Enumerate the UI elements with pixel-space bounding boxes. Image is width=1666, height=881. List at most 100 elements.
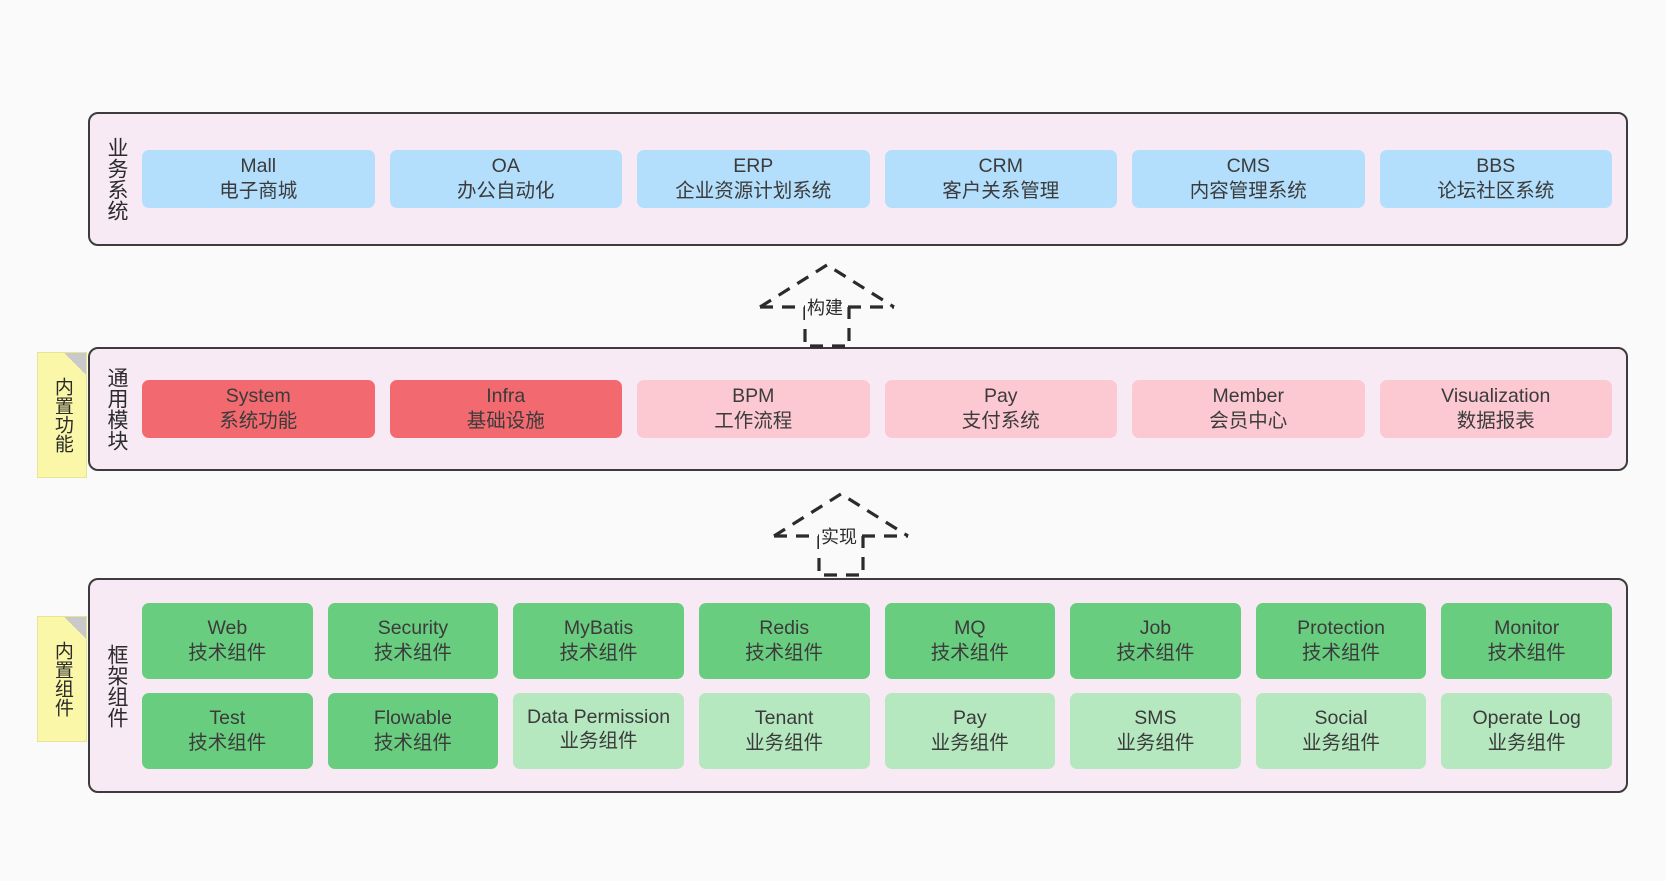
card-subtitle: 技术组件 (559, 641, 638, 664)
card-visualization[interactable]: Visualization 数据报表 (1379, 380, 1612, 438)
card-subtitle: 业务组件 (1487, 731, 1566, 754)
note-label: 内置组件 (51, 641, 73, 717)
card-bpm[interactable]: BPM 工作流程 (637, 380, 870, 438)
card-erp[interactable]: ERP 企业资源计划系统 (637, 150, 870, 208)
card-subtitle: 技术组件 (1302, 641, 1381, 664)
card-subtitle: 业务组件 (745, 731, 824, 754)
card-subtitle: 业务组件 (930, 731, 1009, 754)
card-subtitle: 业务组件 (1116, 731, 1195, 754)
card-title: Redis (759, 616, 810, 639)
card-mq[interactable]: MQ 技术组件 (884, 602, 1056, 679)
note-builtin-functions: 内置功能 (37, 352, 87, 478)
card-title: Social (1314, 706, 1368, 729)
card-subtitle: 基础设施 (466, 410, 545, 432)
card-cms[interactable]: CMS 内容管理系统 (1132, 150, 1365, 208)
card-flowable[interactable]: Flowable 技术组件 (327, 692, 499, 769)
card-title: Mall (240, 155, 277, 178)
card-pay[interactable]: Pay 支付系统 (884, 380, 1117, 438)
card-pay-business[interactable]: Pay 业务组件 (884, 692, 1056, 769)
card-sms[interactable]: SMS 业务组件 (1070, 692, 1241, 769)
card-title: ERP (733, 155, 774, 178)
card-test[interactable]: Test 技术组件 (142, 692, 313, 769)
card-member[interactable]: Member 会员中心 (1132, 380, 1365, 438)
layer-label-common-module: 通用模块 (104, 367, 128, 451)
card-title: Web (207, 616, 248, 639)
note-label: 内置功能 (51, 377, 73, 453)
card-title: Monitor (1494, 616, 1560, 639)
card-row: Web 技术组件 Security 技术组件 MyBatis 技术组件 Redi… (142, 602, 1612, 679)
card-row: System 系统功能 Infra 基础设施 BPM 工作流程 Pay 支付系统… (142, 380, 1612, 438)
connector-build: 构建 (758, 262, 898, 348)
card-oa[interactable]: OA 办公自动化 (389, 150, 622, 208)
layer-label-business-system: 业务系统 (104, 137, 128, 221)
card-mybatis[interactable]: MyBatis 技术组件 (513, 602, 684, 679)
card-operate-log[interactable]: Operate Log 业务组件 (1441, 692, 1612, 769)
card-subtitle: 技术组件 (188, 641, 267, 664)
card-subtitle: 企业资源计划系统 (675, 180, 832, 202)
card-title: MyBatis (563, 616, 634, 639)
card-title: Job (1139, 616, 1172, 639)
card-subtitle: 业务组件 (1302, 731, 1381, 754)
layer-business-system: 业务系统 Mall 电子商城 OA 办公自动化 ERP 企业资源计划系统 CRM… (88, 112, 1628, 246)
card-title: System (225, 385, 291, 408)
card-subtitle: 技术组件 (1116, 641, 1195, 664)
card-subtitle: 技术组件 (373, 731, 452, 754)
card-title: OA (491, 155, 520, 178)
card-title: Protection (1297, 616, 1385, 639)
card-subtitle: 技术组件 (745, 641, 824, 664)
card-subtitle: 技术组件 (930, 641, 1009, 664)
layer-label-framework-component: 框架组件 (104, 643, 128, 728)
card-tenant[interactable]: Tenant 业务组件 (698, 692, 870, 769)
card-data-permission[interactable]: Data Permission 业务组件 (513, 692, 684, 769)
card-title: Data Permission (527, 706, 671, 729)
card-title: SMS (1134, 706, 1177, 729)
card-title: BBS (1476, 155, 1516, 178)
layer-common-module: 通用模块 System 系统功能 Infra 基础设施 BPM 工作流程 Pay… (88, 347, 1628, 471)
card-title: Test (209, 706, 246, 729)
card-subtitle: 工作流程 (714, 410, 793, 432)
arrowhead-triangle-icon (759, 263, 895, 309)
card-redis[interactable]: Redis 技术组件 (698, 602, 870, 679)
card-title: Member (1212, 385, 1285, 408)
card-title: Tenant (754, 706, 814, 729)
card-subtitle: 技术组件 (188, 731, 267, 754)
card-title: Flowable (373, 706, 452, 729)
card-subtitle: 客户关系管理 (942, 180, 1060, 202)
card-monitor[interactable]: Monitor 技术组件 (1441, 602, 1612, 679)
card-title: MQ (954, 616, 986, 639)
card-security[interactable]: Security 技术组件 (327, 602, 499, 679)
card-subtitle: 系统功能 (219, 410, 298, 432)
card-mall[interactable]: Mall 电子商城 (142, 150, 375, 208)
card-subtitle: 支付系统 (961, 410, 1040, 432)
note-builtin-components: 内置组件 (37, 616, 87, 742)
card-subtitle: 论坛社区系统 (1437, 180, 1555, 202)
arrowhead-triangle-icon (773, 492, 909, 538)
card-title: Operate Log (1472, 706, 1581, 729)
card-title: Pay (983, 385, 1018, 408)
card-subtitle: 技术组件 (1487, 641, 1566, 664)
card-bbs[interactable]: BBS 论坛社区系统 (1379, 150, 1612, 208)
layer-framework-component: 框架组件 Web 技术组件 Security 技术组件 MyBatis 技术组件… (88, 578, 1628, 793)
card-title: Visualization (1441, 385, 1551, 408)
connector-build-label: 构建 (805, 294, 845, 320)
card-subtitle: 技术组件 (373, 641, 452, 664)
card-crm[interactable]: CRM 客户关系管理 (884, 150, 1117, 208)
card-system[interactable]: System 系统功能 (142, 380, 375, 438)
card-social[interactable]: Social 业务组件 (1255, 692, 1427, 769)
card-web[interactable]: Web 技术组件 (142, 602, 313, 679)
card-subtitle: 数据报表 (1456, 410, 1535, 432)
card-job[interactable]: Job 技术组件 (1070, 602, 1241, 679)
card-subtitle: 办公自动化 (456, 180, 555, 202)
card-title: Infra (486, 385, 526, 408)
card-subtitle: 电子商城 (219, 180, 298, 202)
card-infra[interactable]: Infra 基础设施 (389, 380, 622, 438)
connector-implement: 实现 (772, 491, 912, 577)
layer-body-business-system: Mall 电子商城 OA 办公自动化 ERP 企业资源计划系统 CRM 客户关系… (142, 114, 1626, 244)
card-title: CMS (1226, 155, 1270, 178)
card-title: BPM (732, 385, 775, 408)
connector-implement-label: 实现 (819, 523, 859, 549)
card-subtitle: 会员中心 (1209, 410, 1288, 432)
card-protection[interactable]: Protection 技术组件 (1255, 602, 1427, 679)
card-row: Test 技术组件 Flowable 技术组件 Data Permission … (142, 692, 1612, 769)
